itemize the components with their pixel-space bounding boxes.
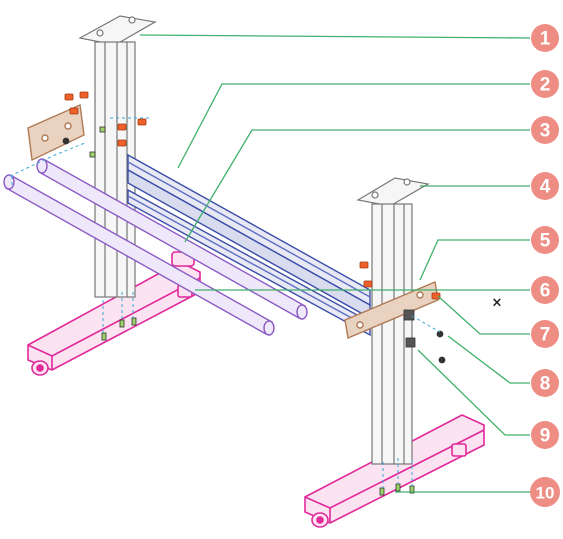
callout-2-label: 2 [540,75,551,96]
callout-6-label: 6 [540,281,551,302]
callout-2: 2 [531,70,559,98]
callout-6: 6 [531,276,559,304]
left-bracket [27,103,85,162]
purple-rods [3,158,308,336]
top-crossbar [127,153,371,337]
callout-4: 4 [531,172,559,200]
callout-3-label: 3 [540,121,551,142]
callout-5-label: 5 [540,231,551,252]
leader-lines [139,34,531,493]
right-base-foot [304,414,485,528]
callout-8: 8 [531,369,559,397]
callout-4-label: 4 [540,177,551,198]
callout-10: 10 [530,477,560,507]
right-upright [356,177,430,465]
callout-8-label: 8 [540,374,551,395]
hardware-bolts [62,126,446,496]
callout-9: 9 [531,421,559,449]
left-base-foot [27,251,201,376]
callout-10-label: 10 [536,484,555,503]
right-bracket [344,281,439,339]
callout-1: 1 [531,24,559,52]
callout-7: 7 [531,320,559,348]
callout-9-label: 9 [540,426,551,447]
callout-7-label: 7 [540,325,551,346]
cursor-marker: × [492,296,503,311]
callout-3: 3 [531,116,559,144]
callout-1-label: 1 [540,29,551,50]
assembly-dash-lines [9,117,441,488]
orange-screws [64,91,441,300]
callout-5: 5 [531,226,559,254]
